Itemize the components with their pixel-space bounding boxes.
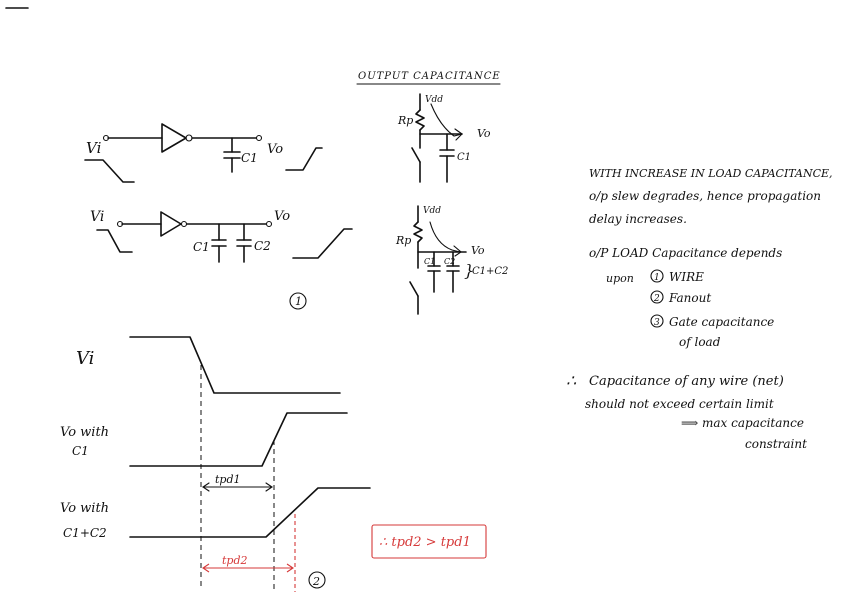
therefore-symbol: ∴	[566, 371, 577, 390]
conclusion-line-1: Capacitance of any wire (net)	[589, 374, 784, 389]
vi-label-mid: Vi	[90, 209, 104, 225]
item-3-text-a: Gate capacitance	[669, 315, 774, 329]
rp-resistor-lower	[413, 221, 423, 243]
timing-diagram: Vi Vo with C1 Vo with C1+C2 tpd1 tpd2 2 …	[60, 336, 487, 592]
rp-label-lower: Rp	[395, 234, 411, 247]
vo-label-lower: Vo	[471, 244, 485, 257]
nmos-switch-lower	[409, 281, 419, 297]
vo-c1c2-label-b: C1+C2	[63, 526, 107, 540]
tpd2-label: tpd2	[222, 554, 248, 567]
vo-c1-label-a: Vo with	[60, 425, 109, 440]
conclusion-line-2: should not exceed certain limit	[585, 397, 774, 411]
note-line-2: o/p slew degrades, hence propagation	[589, 189, 821, 203]
vo-label-upper: Vo	[477, 127, 491, 140]
item-3-circle	[650, 314, 664, 328]
vo-label-mid: Vo	[274, 209, 290, 224]
c1-label-top: C1	[241, 151, 258, 165]
vi-input-waveform-top	[84, 159, 135, 183]
brace-lower: }	[464, 261, 474, 280]
result-text: ∴ tpd2 > tpd1	[379, 535, 471, 550]
vo-output-waveform-top	[285, 147, 323, 171]
figure-2-marker	[308, 571, 326, 589]
rp-label-upper: Rp	[397, 114, 413, 127]
c1-label-upper: C1	[457, 152, 471, 163]
c2-label-mid: C2	[254, 239, 271, 253]
vo-output-waveform-mid	[292, 228, 353, 259]
item-2-number: 2	[653, 294, 660, 304]
c2-label-lower: C2	[444, 257, 455, 266]
tpd1-arrow-right-head	[265, 482, 273, 492]
result-box	[371, 524, 487, 559]
tpd2-arrow-right-head	[286, 563, 294, 573]
circuit-inverter-c1: Vi C1 Vo	[84, 123, 323, 183]
figure-1-marker	[289, 292, 307, 310]
vo-label-top: Vo	[267, 142, 283, 157]
inverter-gate-icon-mid	[160, 211, 182, 237]
item-1-circle	[650, 269, 664, 283]
figure-2-number: 2	[312, 575, 320, 588]
figure-1-number: 1	[295, 295, 302, 308]
inverter-bubble	[185, 134, 193, 142]
item-3-text-b: of load	[679, 335, 721, 349]
item-1-text: WIRE	[669, 270, 704, 284]
vdd-label-upper: Vdd	[425, 95, 443, 105]
tpd1-arrow-left-head	[202, 482, 210, 492]
note-line-4: o/P LOAD Capacitance depends	[589, 246, 782, 260]
inverter-bubble-mid	[180, 220, 188, 228]
conclusion-line-4: constraint	[745, 437, 807, 451]
note-line-1: WITH INCREASE IN LOAD CAPACITANCE,	[589, 167, 833, 180]
vo-c1-timing-waveform	[129, 412, 348, 467]
current-arrow-upper	[430, 103, 463, 141]
inverter-gate-icon	[161, 123, 187, 153]
note-line-3: delay increases.	[589, 212, 687, 226]
vo-c1c2-timing-waveform	[129, 487, 371, 538]
tpd2-arrow-left-head	[202, 563, 210, 573]
vi-input-waveform-mid	[96, 229, 133, 253]
item-2-circle	[650, 290, 664, 304]
sum-label-lower: C1+C2	[472, 266, 508, 277]
vo-c1c2-label-a: Vo with	[60, 501, 109, 516]
vdd-label-lower: Vdd	[423, 206, 441, 216]
vi-label-top: Vi	[86, 139, 102, 157]
output-terminal-mid	[265, 220, 273, 228]
conclusion-line-3: ⟹ max capacitance	[681, 416, 804, 430]
item-3-number: 3	[654, 318, 660, 328]
vo-c1-label-b: C1	[72, 444, 89, 458]
c1-label-mid: C1	[193, 240, 210, 254]
nmos-switch-upper	[411, 147, 421, 163]
note-upon: upon	[606, 272, 634, 285]
tpd1-label: tpd1	[215, 473, 241, 486]
output-capacitance-sketch: OUTPUT CAPACITANCE Vdd Rp Vo C1 Vdd Rp V…	[356, 71, 508, 315]
current-arrow-lower	[429, 221, 462, 257]
rp-resistor-upper	[415, 109, 425, 131]
c1-label-lower: C1	[424, 257, 435, 266]
circuit-inverter-c1-c2: Vi C1 C2 Vo 1	[90, 209, 353, 310]
vi-timing-waveform	[129, 336, 341, 394]
notes-block: WITH INCREASE IN LOAD CAPACITANCE, o/p s…	[566, 167, 833, 451]
vi-timing-label: Vi	[76, 348, 94, 369]
item-1-number: 1	[654, 273, 660, 283]
output-terminal	[255, 134, 263, 142]
item-2-text: Fanout	[668, 291, 711, 305]
output-capacitance-title: OUTPUT CAPACITANCE	[358, 71, 501, 82]
